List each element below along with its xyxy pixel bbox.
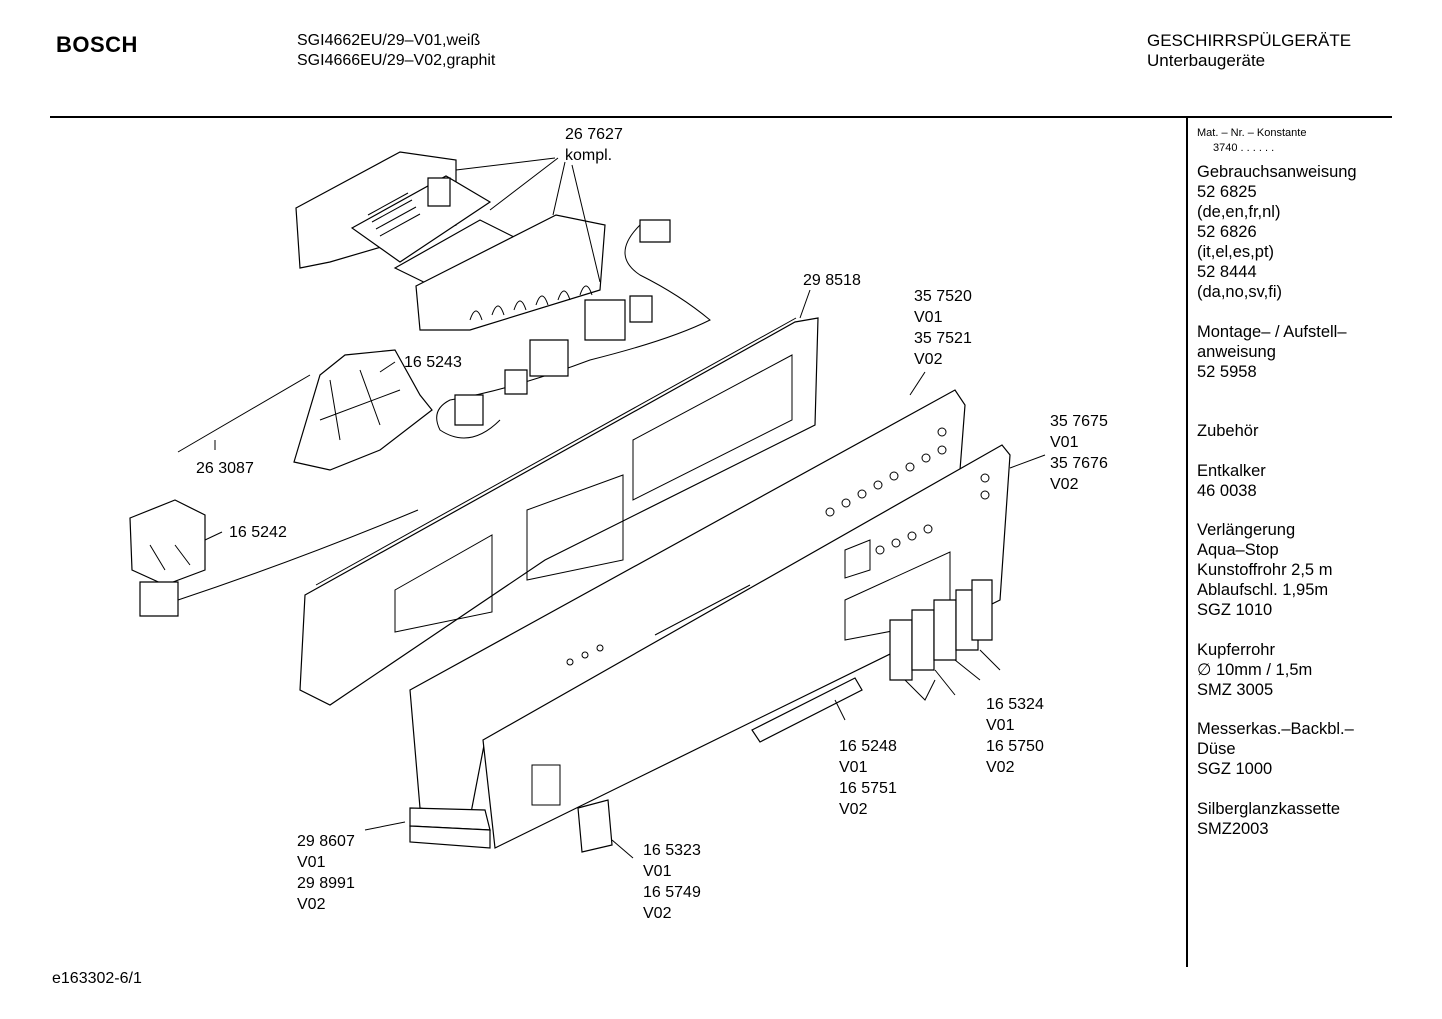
- sidebar-group-nozzle: Messerkas.–Backbl.– Düse SGZ 1000: [1197, 719, 1354, 779]
- sidebar-line: Ablaufschl. 1,95m: [1197, 581, 1329, 599]
- label-29-8518: 29 8518: [803, 272, 861, 289]
- frame-part: [300, 318, 818, 705]
- sidebar-line: Zubehör: [1197, 422, 1259, 440]
- sidebar-line: 52 6826: [1197, 223, 1257, 241]
- sidebar-line: (da,no,sv,fi): [1197, 283, 1282, 301]
- label-16-5323-v01: V01: [643, 863, 672, 880]
- brand-logo: BOSCH: [56, 32, 138, 57]
- sidebar-line: Aqua–Stop: [1197, 541, 1279, 559]
- label-16-5751: 16 5751: [839, 780, 897, 797]
- sidebar-group-silver: Silberglanzkassette SMZ2003: [1197, 799, 1340, 839]
- label-26-3087: 26 3087: [196, 460, 254, 477]
- sidebar-line: Messerkas.–Backbl.–: [1197, 720, 1354, 738]
- sidebar-group-descaler: Entkalker 46 0038: [1197, 461, 1266, 501]
- label-16-5323: 16 5323: [643, 842, 701, 859]
- label-26-7627-sub: kompl.: [565, 147, 613, 164]
- label-26-7627: 26 7627: [565, 126, 623, 143]
- footer-code: e163302-6/1: [52, 970, 142, 987]
- model-line-2: SGI4666EU/29–V02,graphit: [297, 52, 496, 69]
- label-16-5248-v01: V01: [839, 759, 868, 776]
- sidebar-line: Entkalker: [1197, 462, 1266, 480]
- leader-lines: [178, 158, 1045, 858]
- label-35-7521: 35 7521: [914, 330, 972, 347]
- front-foil-part: [483, 445, 1010, 848]
- knob-part: [578, 800, 612, 852]
- label-35-7675-v01: V01: [1050, 434, 1079, 451]
- sidebar-group-manual: Gebrauchsanweisung 52 6825 (de,en,fr,nl)…: [1197, 162, 1357, 302]
- buttons-part: [890, 580, 1000, 700]
- sidebar-line: SGZ 1010: [1197, 601, 1273, 619]
- sidebar-line: 46 0038: [1197, 482, 1257, 500]
- sidebar-line: Silberglanzkassette: [1197, 800, 1341, 818]
- label-35-7520-v01: V01: [914, 309, 943, 326]
- sidebar-line: SMZ 3005: [1197, 681, 1274, 699]
- label-16-5750: 16 5750: [986, 738, 1044, 755]
- sidebar-line: 52 6825: [1197, 183, 1257, 201]
- strip-part: [752, 678, 862, 742]
- sidebar-line: Düse: [1197, 740, 1236, 758]
- sidebar-group-copper: Kupferrohr ∅ 10mm / 1,5m SMZ 3005: [1197, 640, 1312, 700]
- sidebar-constant-label: Mat. – Nr. – Konstante: [1197, 127, 1307, 139]
- label-16-5242: 16 5242: [229, 524, 287, 541]
- sidebar-group-installation: Montage– / Aufstell– anweisung 52 5958: [1197, 322, 1347, 382]
- sidebar-line: SMZ2003: [1197, 820, 1269, 838]
- label-16-5324: 16 5324: [986, 696, 1044, 713]
- seal-part: [410, 808, 490, 848]
- sidebar-line: Kunstoffrohr 2,5 m: [1197, 561, 1333, 579]
- label-16-5750-v02: V02: [986, 759, 1015, 776]
- label-35-7521-v02: V02: [914, 351, 943, 368]
- sidebar-line: Gebrauchsanweisung: [1197, 163, 1357, 181]
- subcategory-title: Unterbaugeräte: [1147, 51, 1266, 70]
- sidebar-line: SGZ 1000: [1197, 760, 1273, 778]
- sidebar-line: Kupferrohr: [1197, 641, 1275, 659]
- sidebar-line: Verlängerung: [1197, 521, 1296, 539]
- sidebar-line: anweisung: [1197, 343, 1276, 361]
- sidebar-line: ∅ 10mm / 1,5m: [1197, 661, 1313, 679]
- label-16-5749-v02: V02: [643, 905, 672, 922]
- bracket-part: [294, 350, 432, 470]
- label-29-8607: 29 8607: [297, 833, 355, 850]
- switch-part: [130, 500, 418, 616]
- sidebar-line: (de,en,fr,nl): [1197, 203, 1281, 221]
- sidebar-line: 52 8444: [1197, 263, 1257, 281]
- label-35-7520: 35 7520: [914, 288, 972, 305]
- label-16-5749: 16 5749: [643, 884, 701, 901]
- label-35-7675: 35 7675: [1050, 413, 1108, 430]
- label-35-7676: 35 7676: [1050, 455, 1108, 472]
- control-module-part: [296, 152, 605, 330]
- category-title: GESCHIRRSPÜLGERÄTE: [1147, 31, 1352, 50]
- label-16-5248: 16 5248: [839, 738, 897, 755]
- model-line-1: SGI4662EU/29–V01,weiß: [297, 32, 481, 49]
- label-16-5324-v01: V01: [986, 717, 1015, 734]
- label-29-8991: 29 8991: [297, 875, 355, 892]
- sidebar-group-extension: Verlängerung Aqua–Stop Kunstoffrohr 2,5 …: [1197, 520, 1332, 620]
- sidebar-group-accessories: Zubehör: [1197, 421, 1258, 441]
- sidebar-line: 52 5958: [1197, 363, 1257, 381]
- cable-harness-part: [437, 220, 710, 438]
- sidebar-line: (it,el,es,pt): [1197, 243, 1275, 261]
- label-16-5751-v02: V02: [839, 801, 868, 818]
- label-29-8607-v01: V01: [297, 854, 326, 871]
- label-16-5243: 16 5243: [404, 354, 462, 371]
- label-29-8991-v02: V02: [297, 896, 326, 913]
- sidebar-line: Montage– / Aufstell–: [1197, 323, 1347, 341]
- label-35-7676-v02: V02: [1050, 476, 1079, 493]
- sidebar-constant-value: 3740 . . . . . .: [1213, 142, 1275, 154]
